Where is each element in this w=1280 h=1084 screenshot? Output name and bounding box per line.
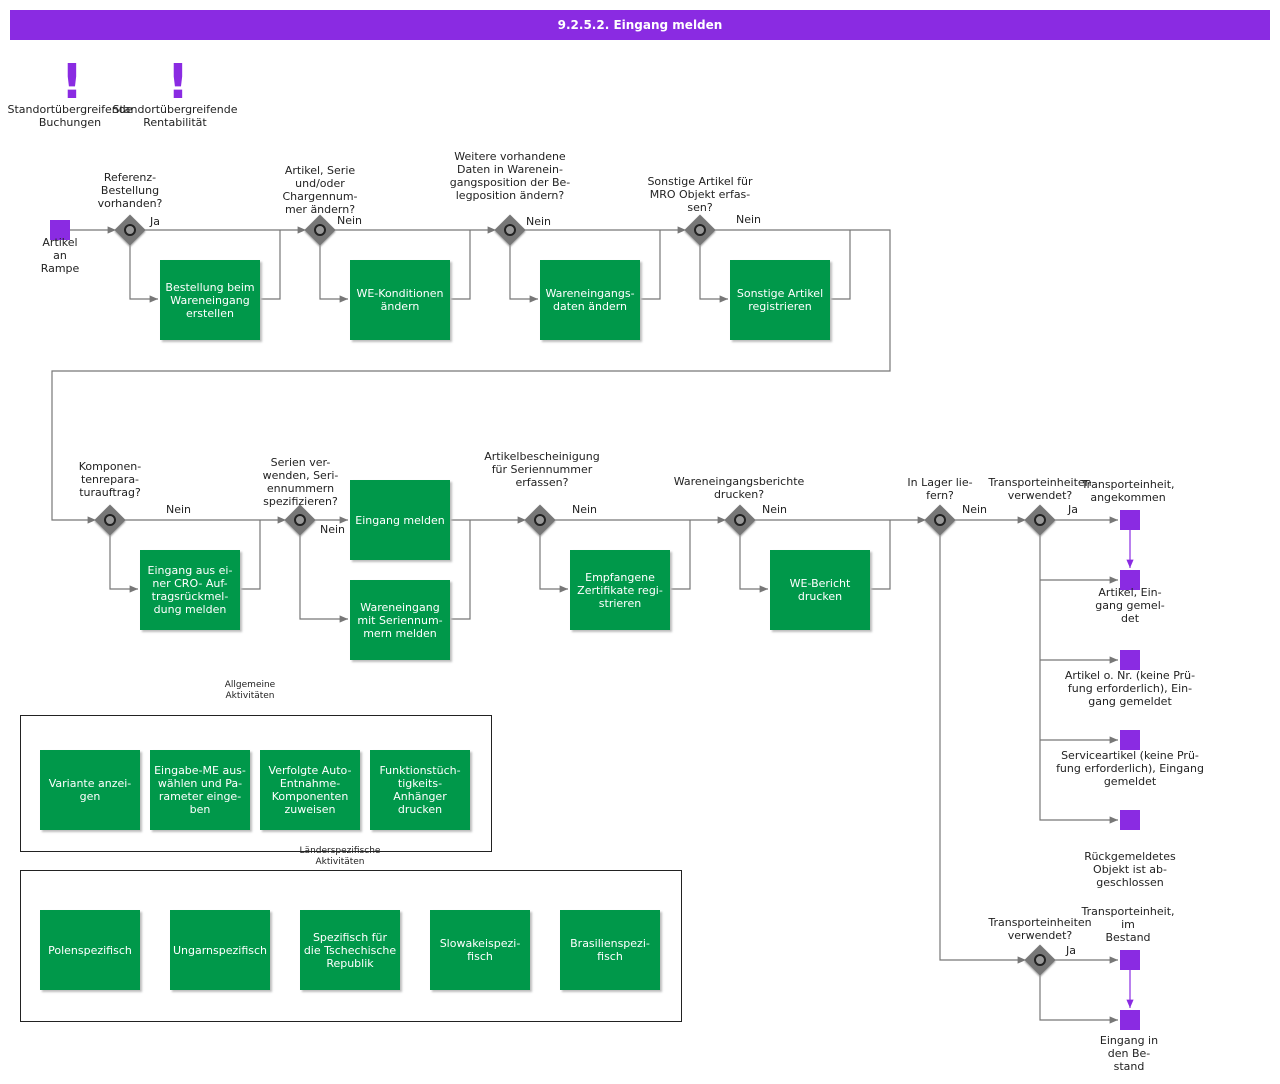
gateway-label: Transporteinheiten verwendet? (988, 476, 1092, 502)
gateway-label: Sonstige Artikel für MRO Objekt erfas- s… (647, 175, 753, 214)
task-anhaenger-drucken[interactable]: Funktionstüch- tigkeits- Anhänger drucke… (370, 750, 470, 830)
end-event[interactable] (1120, 570, 1140, 590)
task-we-konditionen-aendern[interactable]: WE-Konditionen ändern (350, 260, 450, 340)
task-eingang-aus-cro[interactable]: Eingang aus ei- ner CRO- Auf- tragsrückm… (140, 550, 240, 630)
task-eingabe-me[interactable]: Eingabe-ME aus- wählen und Pa- rameter e… (150, 750, 250, 830)
edge-label-nein: Nein (572, 503, 598, 516)
edge-label-nein: Nein (762, 503, 788, 516)
group-title-general: Allgemeine Aktivitäten (224, 680, 276, 701)
edge-label-nein: Nein (166, 503, 192, 516)
edge-label-ja: Ja (1066, 944, 1076, 957)
gateway-label: Weitere vorhandene Daten in Warenein- ga… (449, 150, 571, 202)
edge-label-ja: Ja (1068, 503, 1078, 516)
edge-label-nein: Nein (320, 523, 346, 536)
end-event[interactable] (1120, 1010, 1140, 1030)
gateway-label: Artikel, Serie und/oder Chargennum- mer … (282, 164, 358, 216)
end-event-label: Rückgemeldetes Objekt ist ab- geschlosse… (1084, 850, 1176, 889)
group-title-country: Länderspezifische Aktivitäten (299, 846, 381, 867)
end-event-label: Artikel o. Nr. (keine Prü- fung erforder… (1064, 669, 1196, 708)
gateway-label: Serien ver- wenden, Seri- ennummern spez… (262, 456, 339, 508)
gateway-label: Komponen- tenrepara- turauftrag? (78, 460, 142, 499)
task-sonstige-artikel-registrieren[interactable]: Sonstige Artikel registrieren (730, 260, 830, 340)
group-general-activities (20, 715, 492, 852)
gateway-label: Referenz- Bestellung vorhanden? (97, 171, 163, 210)
edge-label-nein: Nein (526, 215, 552, 228)
end-event[interactable] (1120, 810, 1140, 830)
risk-label: Standortübergreifende Rentabilität (112, 103, 238, 129)
gateway-label: In Lager lie- fern? (907, 476, 973, 502)
task-brasilien[interactable]: Brasilienspezi- fisch (560, 910, 660, 990)
group-country-activities (20, 870, 682, 1022)
end-event[interactable] (1120, 650, 1140, 670)
task-wareneingangsdaten-aendern[interactable]: Wareneingangs- daten ändern (540, 260, 640, 340)
end-event[interactable] (1120, 950, 1140, 970)
task-zertifikate-registrieren[interactable]: Empfangene Zertifikate regi- strieren (570, 550, 670, 630)
edge-label-nein: Nein (962, 503, 988, 516)
task-eingang-melden[interactable]: Eingang melden (350, 480, 450, 560)
end-event-label: Serviceartikel (keine Prü- fung erforder… (1056, 749, 1204, 788)
task-slowakei[interactable]: Slowakeispezi- fisch (430, 910, 530, 990)
risk-exclamation-icon: ! (167, 54, 189, 110)
edge-label-ja: Ja (150, 215, 160, 228)
task-we-bericht-drucken[interactable]: WE-Bericht drucken (770, 550, 870, 630)
risk-exclamation-icon: ! (61, 54, 83, 110)
gateway-label: Artikelbescheinigung für Seriennummer er… (484, 450, 600, 489)
task-wareneingang-seriennummern[interactable]: Wareneingang mit Seriennum- mern melden (350, 580, 450, 660)
edge-label-nein: Nein (736, 213, 762, 226)
task-ungarn[interactable]: Ungarnspezifisch (170, 910, 270, 990)
risk-label: Standortübergreifende Buchungen (7, 103, 133, 129)
end-event-label: Artikel, Ein- gang gemel- det (1095, 586, 1165, 625)
gateway-label: Wareneingangsberichte drucken? (673, 475, 805, 501)
edge-label-nein: Nein (337, 214, 363, 227)
task-variante-anzeigen[interactable]: Variante anzei- gen (40, 750, 140, 830)
task-bestellung-erstellen[interactable]: Bestellung beim Wareneingang erstellen (160, 260, 260, 340)
start-event[interactable] (50, 220, 70, 240)
start-event-label: Artikel an Rampe (40, 236, 80, 275)
task-komponenten-zuweisen[interactable]: Verfolgte Auto- Entnahme- Komponenten zu… (260, 750, 360, 830)
gateway-label: Transporteinheiten verwendet? (988, 916, 1092, 942)
task-tschechien[interactable]: Spezifisch für die Tschechische Republik (300, 910, 400, 990)
end-event[interactable] (1120, 730, 1140, 750)
end-event-label: Transporteinheit, im Bestand (1081, 905, 1175, 944)
page-title: 9.2.5.2. Eingang melden (10, 10, 1270, 40)
end-event-label: Eingang in den Be- stand (1099, 1034, 1159, 1073)
end-event[interactable] (1120, 510, 1140, 530)
end-event-label: Transporteinheit, angekommen (1081, 478, 1175, 504)
task-polen[interactable]: Polenspezifisch (40, 910, 140, 990)
